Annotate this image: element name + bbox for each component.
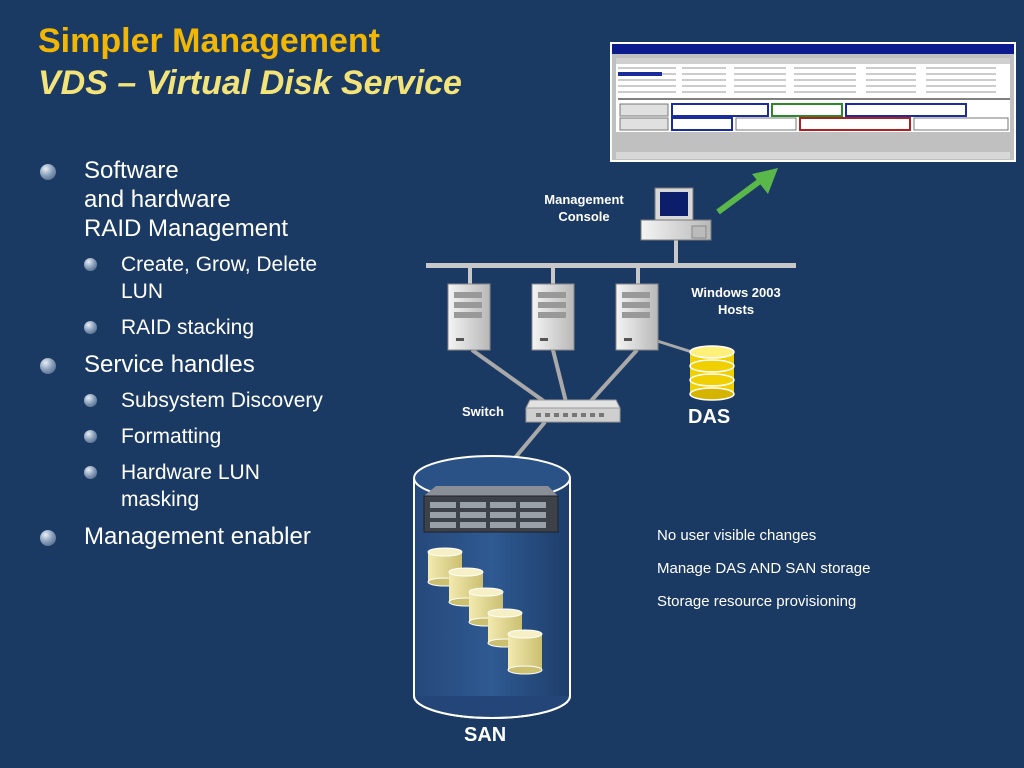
subbullet-create-grow-delete: Create, Grow, Delete LUN xyxy=(40,251,400,305)
bullet-dot-icon xyxy=(40,358,56,374)
windows-hosts-label: Windows 2003 Hosts xyxy=(666,284,806,318)
server-icon xyxy=(447,283,491,351)
das-label: DAS xyxy=(688,406,731,428)
das-disk-stack-icon xyxy=(689,345,735,401)
slide-subtitle: VDS – Virtual Disk Service xyxy=(38,64,462,102)
note-no-user-visible-changes: No user visible changes xyxy=(657,527,817,544)
subbullet-dot-icon xyxy=(84,321,97,334)
subbullet-dot-icon xyxy=(84,258,97,271)
screenshot-volume-table xyxy=(616,58,1010,132)
san-disk-icon xyxy=(507,629,543,675)
host-switch-cable xyxy=(588,348,639,404)
server-icon xyxy=(531,283,575,351)
screenshot-titlebar xyxy=(612,44,1014,54)
label-line: Console xyxy=(558,209,610,224)
bullet-text: Formatting xyxy=(121,425,222,448)
bullet-text-line: and hardware xyxy=(84,186,231,213)
subbullet-dot-icon xyxy=(84,394,97,407)
storage-array-icon xyxy=(423,486,559,533)
bullet-text: Management enabler xyxy=(84,523,311,550)
subbullet-raid-stacking: RAID stacking xyxy=(40,314,400,341)
screenshot-legend-bar xyxy=(616,152,1010,159)
management-console-icon xyxy=(640,187,712,241)
bullet-dot-icon xyxy=(40,530,56,546)
subbullet-dot-icon xyxy=(84,466,97,479)
subbullet-formatting: Formatting xyxy=(40,423,400,450)
label-line: Windows 2003 xyxy=(691,285,781,300)
server-icon xyxy=(615,283,659,351)
host-switch-cable xyxy=(470,348,547,404)
bullet-text-line: Hardware LUN xyxy=(121,461,260,484)
note-manage-das-san: Manage DAS AND SAN storage xyxy=(657,560,871,577)
label-line: Management xyxy=(544,192,624,207)
subbullet-dot-icon xyxy=(84,430,97,443)
bullet-text: Subsystem Discovery xyxy=(121,389,323,412)
bullet-raid-management: Software and hardware RAID Management xyxy=(40,156,400,243)
management-console-label: Management Console xyxy=(524,191,644,225)
bullet-dot-icon xyxy=(40,164,56,180)
bullet-text-line: Software xyxy=(84,157,179,184)
notes-list: No user visible changes Manage DAS AND S… xyxy=(657,527,870,626)
arrow-icon xyxy=(716,168,778,215)
bullet-service-handles: Service handles xyxy=(40,350,400,379)
network-backbone xyxy=(426,263,796,268)
bullet-text-line: Create, Grow, Delete xyxy=(121,253,318,276)
note-storage-provisioning: Storage resource provisioning xyxy=(657,593,857,610)
bullet-list: Software and hardware RAID Management Cr… xyxy=(40,156,400,559)
disk-management-screenshot xyxy=(610,42,1016,162)
network-switch-icon xyxy=(525,399,621,423)
bullet-text: RAID stacking xyxy=(121,316,255,339)
host-das-cable xyxy=(653,338,693,354)
san-label: SAN xyxy=(464,724,507,746)
label-line: Hosts xyxy=(717,302,755,317)
slide-title: Simpler Management xyxy=(38,22,380,60)
bullet-text-line: RAID Management xyxy=(84,215,289,242)
host-switch-cable xyxy=(551,349,568,403)
bullet-text: Service handles xyxy=(84,351,255,378)
bullet-text-line: masking xyxy=(121,488,200,511)
subbullet-subsystem-discovery: Subsystem Discovery xyxy=(40,387,400,414)
bullet-text-line: LUN xyxy=(121,280,164,303)
subbullet-lun-masking: Hardware LUN masking xyxy=(40,459,400,513)
screenshot-content xyxy=(616,58,1010,131)
switch-label: Switch xyxy=(462,404,504,419)
bullet-management-enabler: Management enabler xyxy=(40,522,400,551)
